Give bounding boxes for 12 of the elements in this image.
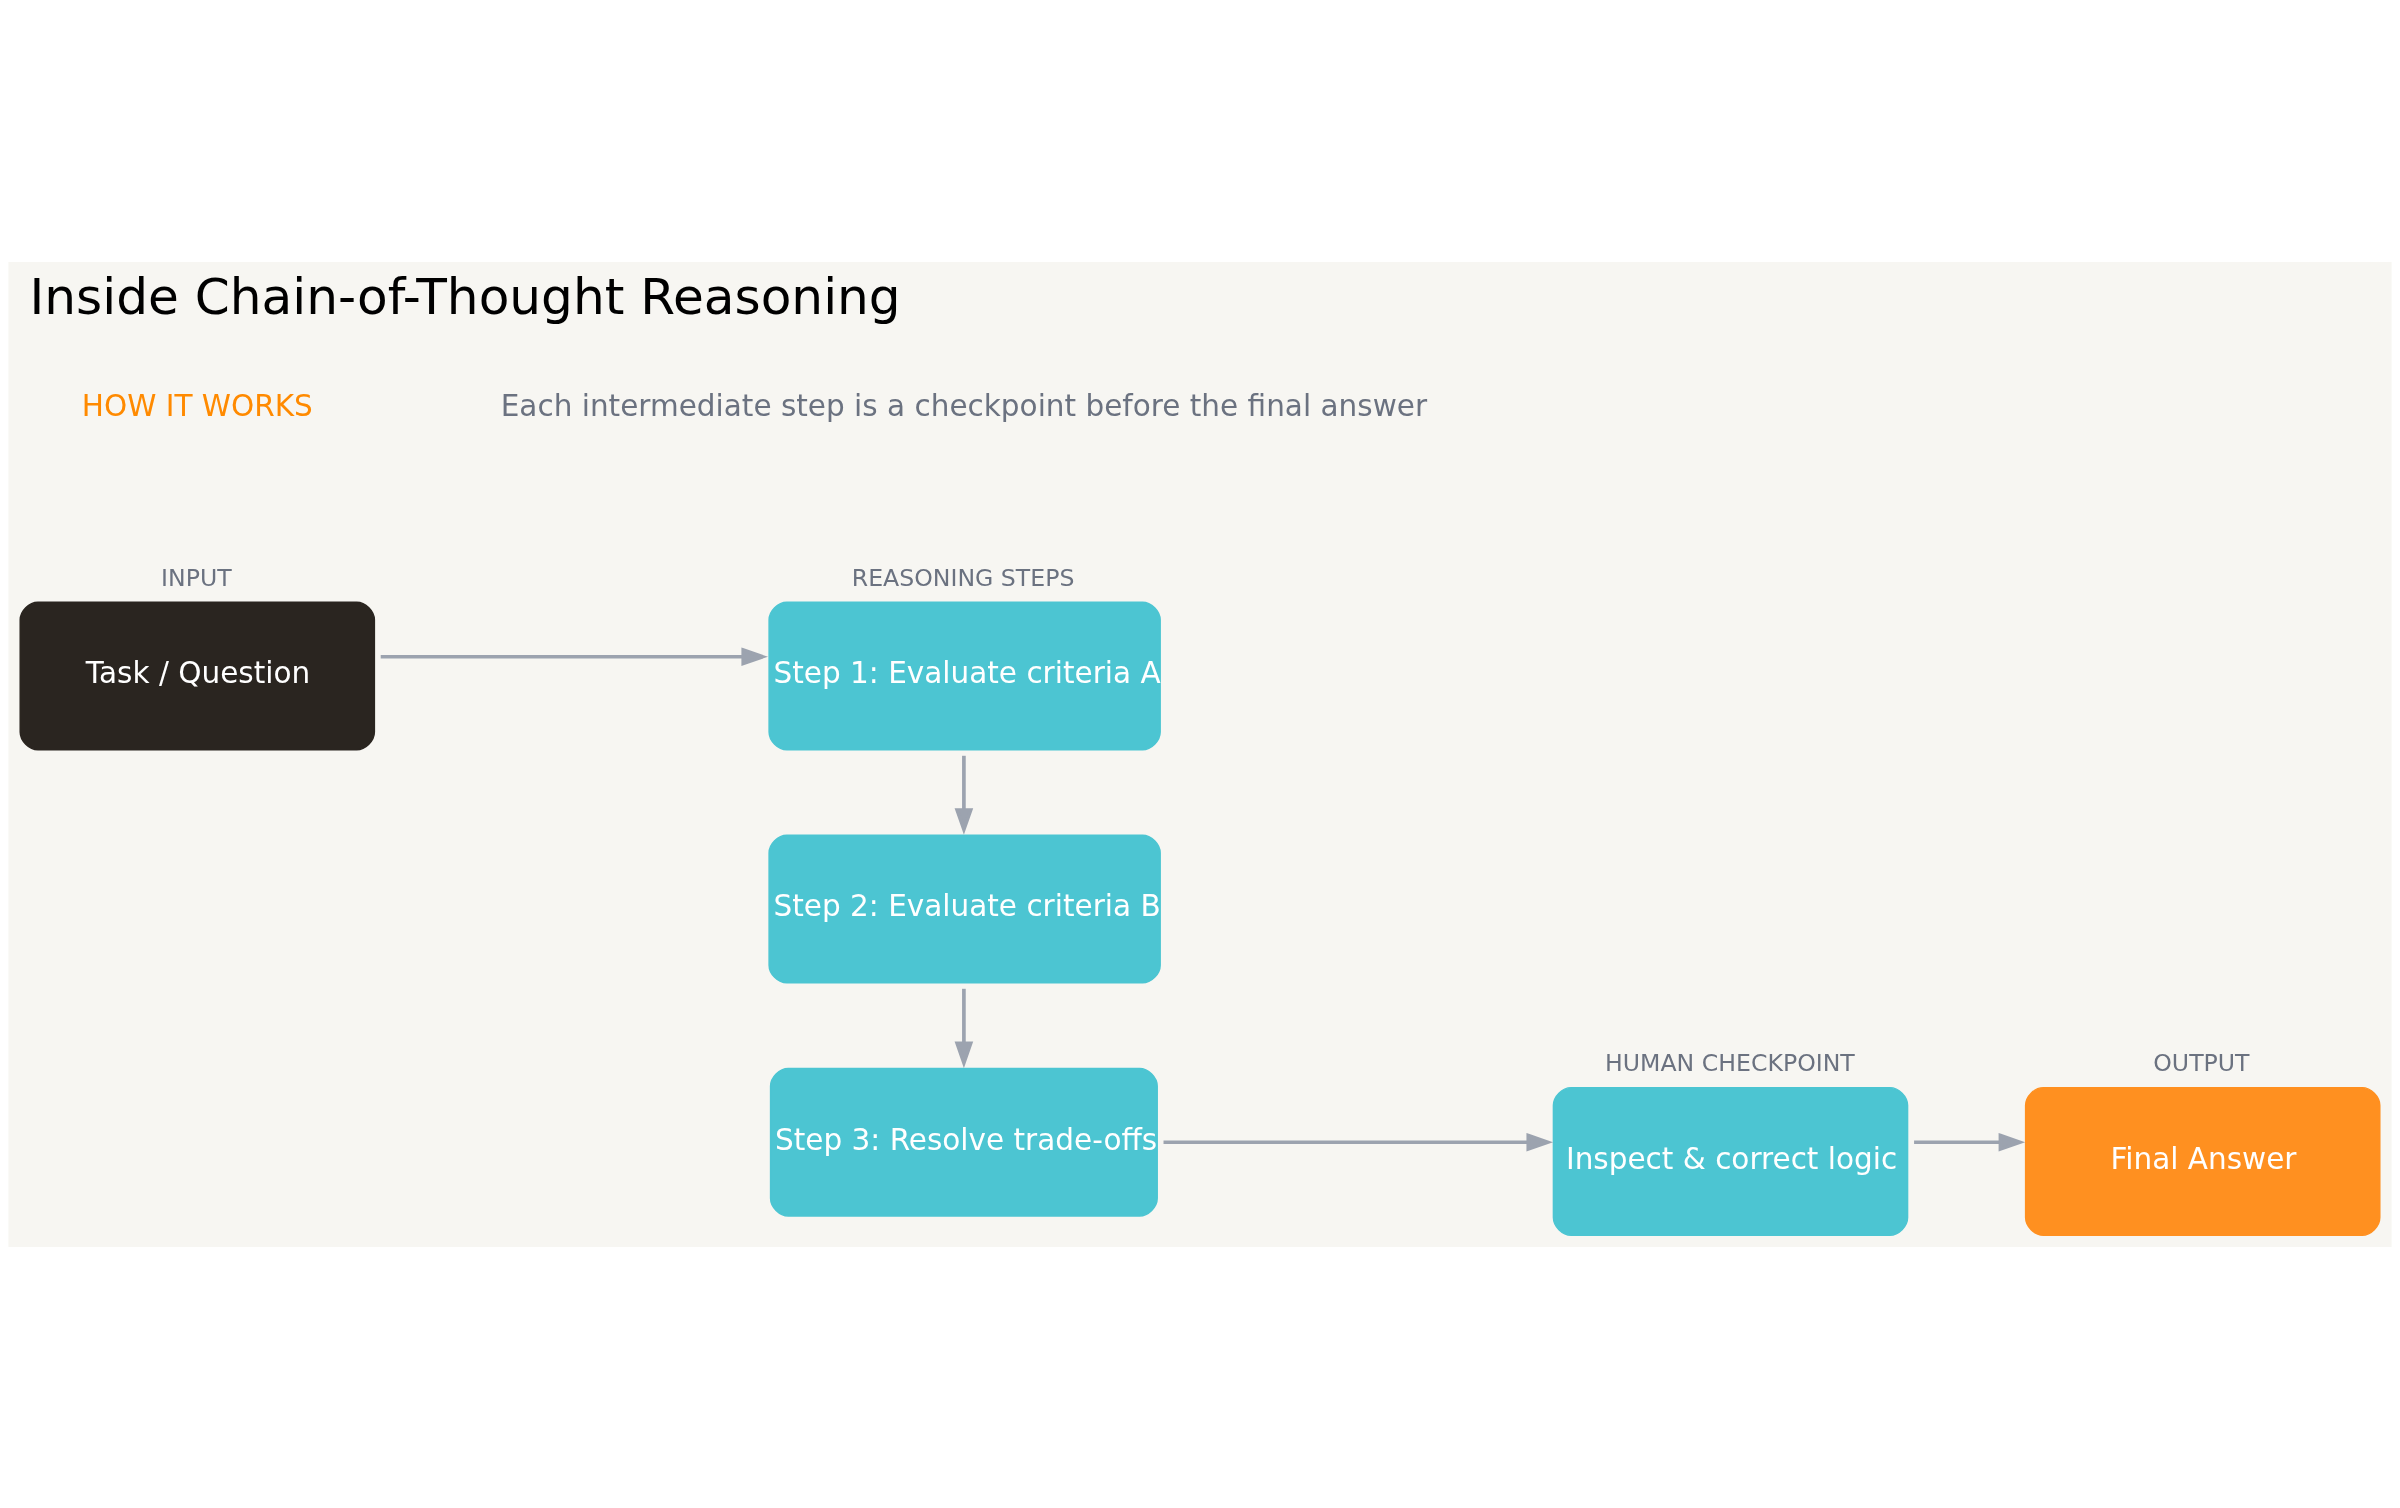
node-label: OUTPUT <box>2153 1048 2250 1077</box>
arrow <box>954 988 974 1068</box>
arrow <box>1163 1132 1554 1152</box>
node-label: REASONING STEPS <box>851 563 1075 592</box>
label: HOW IT WORKS <box>81 388 313 423</box>
arrow <box>954 755 974 835</box>
arrow <box>1914 1132 2026 1152</box>
label: Each intermediate step is a checkpoint before the final answer <box>500 388 1428 423</box>
node-label: HUMAN CHECKPOINT <box>1605 1048 1855 1077</box>
node-label: INPUT <box>161 563 232 592</box>
arrow <box>380 646 768 666</box>
diagram-title: Inside Chain-of-Thought Reasoning <box>29 266 901 326</box>
